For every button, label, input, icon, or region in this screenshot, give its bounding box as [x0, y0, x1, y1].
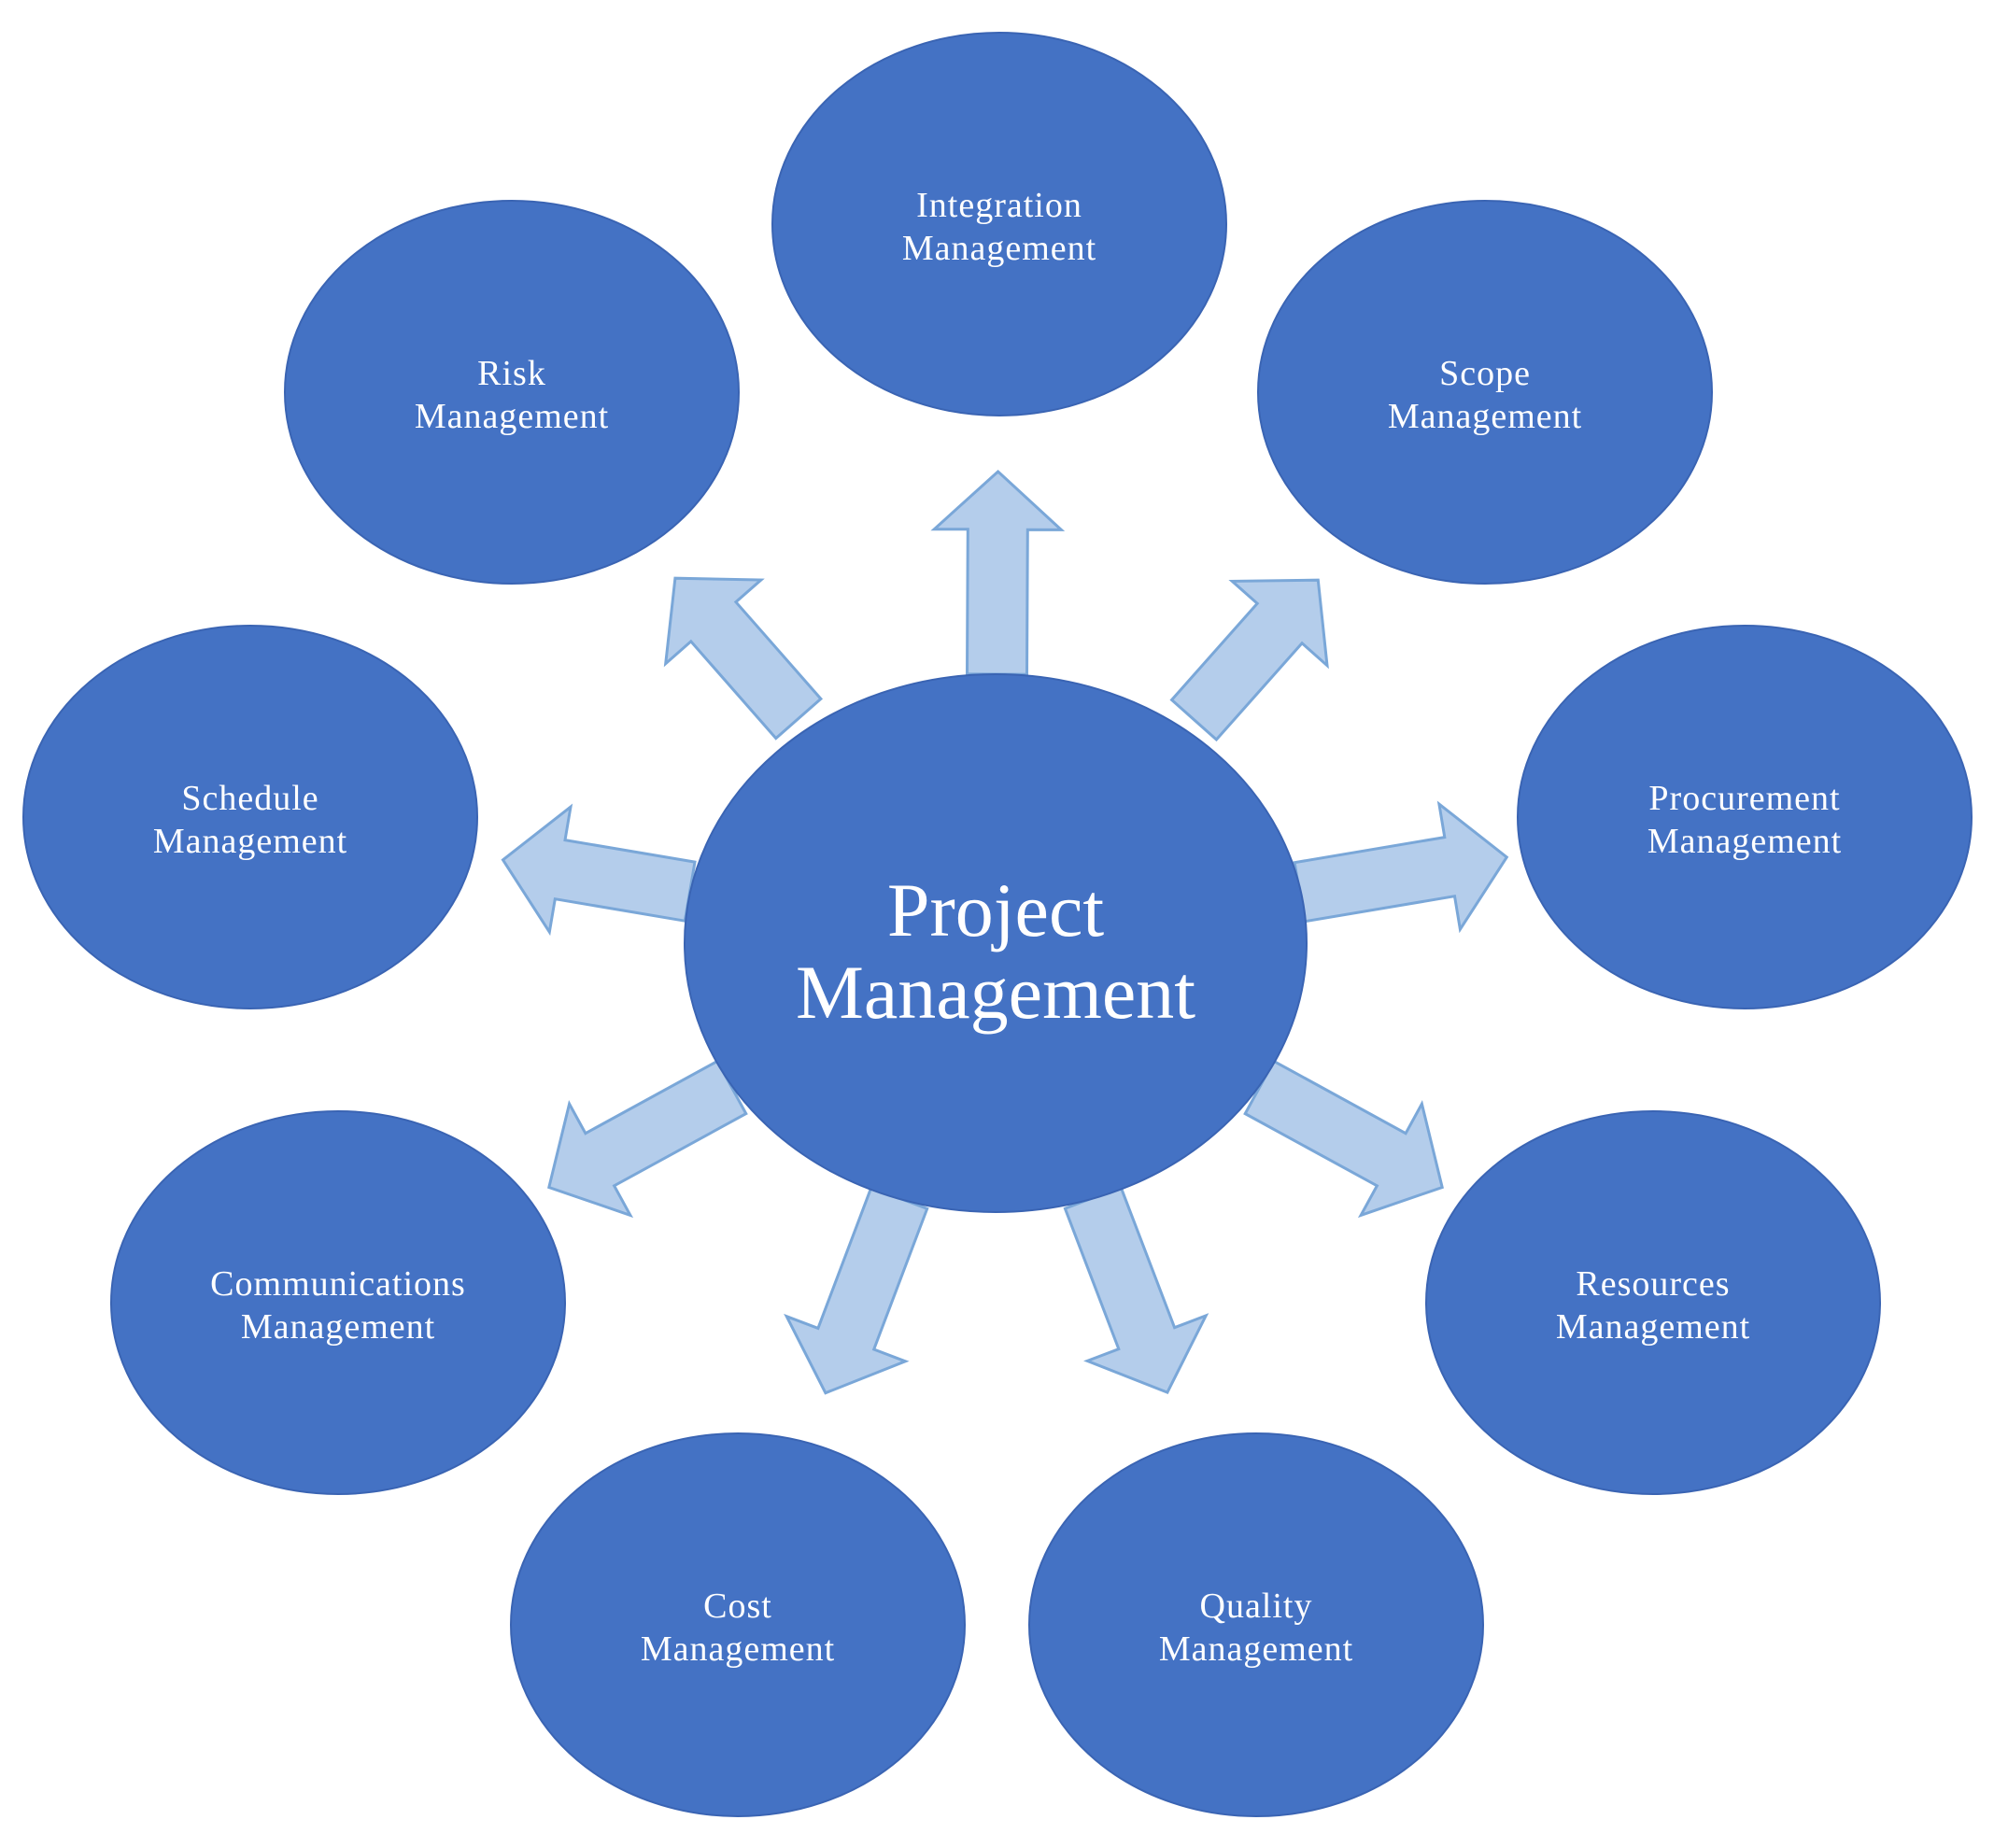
quality-arrow — [1063, 1185, 1209, 1394]
cost-label-line2: Management — [641, 1629, 835, 1669]
center-node-shape — [684, 673, 1308, 1213]
integration-label-line2: Management — [902, 229, 1096, 268]
scope-label-line1: Scope — [1439, 354, 1531, 393]
integration-arrow — [930, 469, 1066, 676]
scope-node-shape — [1257, 200, 1713, 585]
cost-label-line1: Cost — [703, 1587, 772, 1626]
cost-node-shape — [510, 1432, 966, 1817]
center-label-line1: Project — [887, 868, 1104, 952]
resources-node-shape — [1425, 1110, 1881, 1495]
scope-label-line2: Management — [1388, 397, 1582, 436]
communications-label-line2: Management — [241, 1307, 435, 1347]
risk-label-line1: Risk — [477, 354, 546, 393]
resources-label-line1: Resources — [1576, 1264, 1730, 1304]
communications-arrow — [547, 1059, 748, 1219]
schedule-label-line1: Schedule — [181, 779, 318, 818]
risk-node-shape — [284, 200, 740, 585]
communications-label-line1: Communications — [210, 1264, 466, 1304]
resources-label-line2: Management — [1556, 1307, 1750, 1347]
integration-label-line1: Integration — [916, 186, 1082, 225]
center-label-line2: Management — [796, 950, 1195, 1035]
quality-node-shape — [1028, 1432, 1484, 1817]
procurement-node-shape — [1517, 625, 1973, 1009]
arrows — [501, 469, 1509, 1395]
quality-label-line2: Management — [1159, 1629, 1353, 1669]
procurement-arrow — [1293, 800, 1509, 934]
quality-label-line1: Quality — [1200, 1587, 1313, 1626]
nodes: IntegrationManagementScopeManagementProc… — [22, 32, 1973, 1817]
cost-arrow — [784, 1185, 929, 1395]
communications-node-shape — [110, 1110, 566, 1495]
procurement-label-line2: Management — [1648, 822, 1842, 861]
integration-node-shape — [771, 32, 1227, 416]
risk-arrow — [663, 576, 824, 741]
schedule-arrow — [501, 803, 697, 937]
schedule-label-line2: Management — [153, 822, 347, 861]
scope-arrow — [1169, 578, 1329, 742]
resources-arrow — [1243, 1059, 1444, 1219]
schedule-node-shape — [22, 625, 478, 1009]
procurement-label-line1: Procurement — [1648, 779, 1840, 818]
risk-label-line2: Management — [415, 397, 609, 436]
